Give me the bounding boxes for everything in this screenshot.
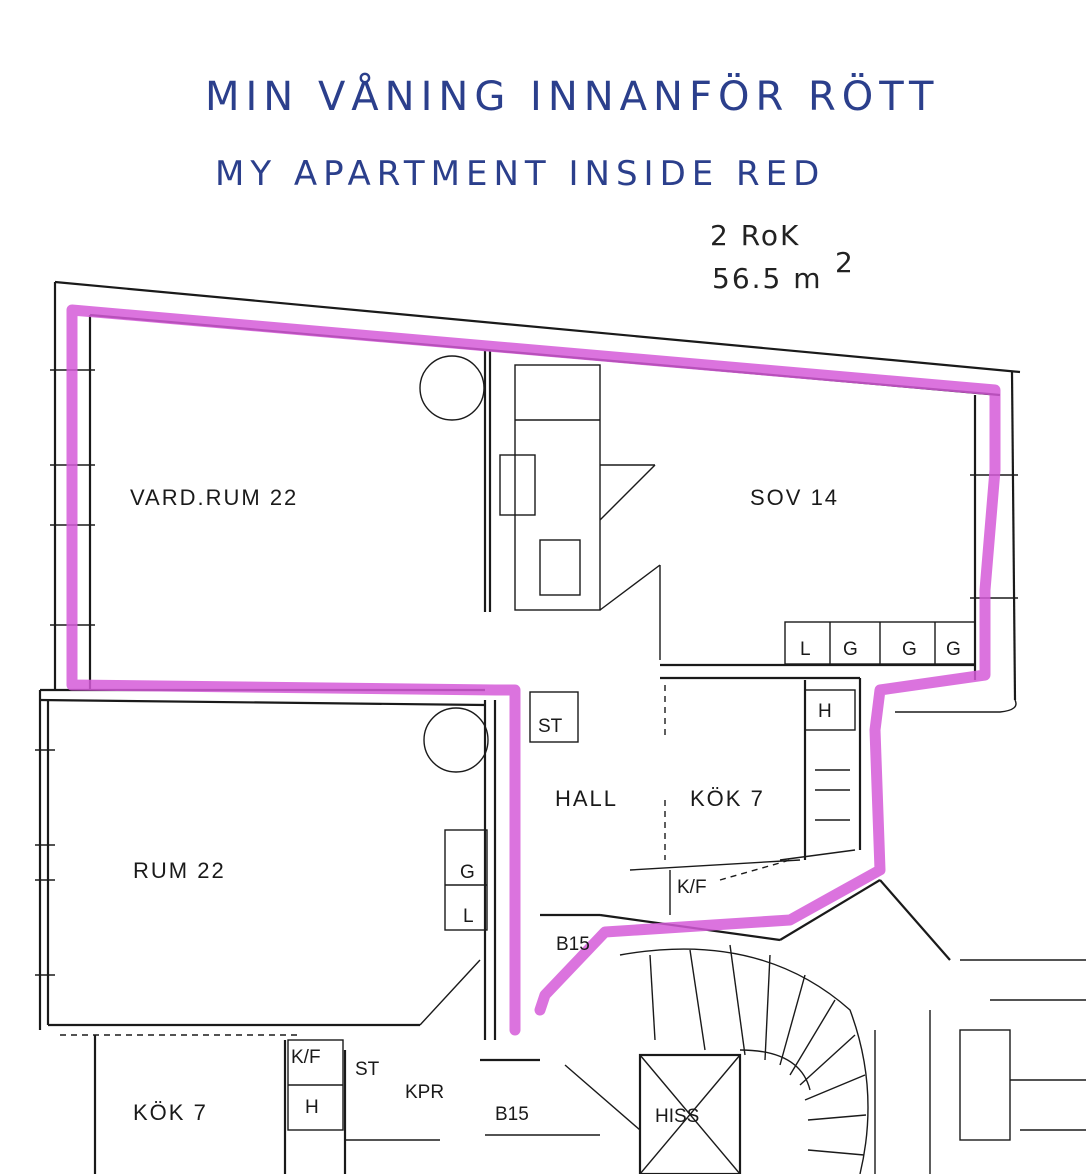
label-wardrobe-4: G — [946, 639, 961, 660]
label-fridge-freezer-lower: K/F — [291, 1047, 321, 1068]
apartment-area: 56.5 m — [712, 262, 823, 295]
label-wardrobe-3: G — [902, 639, 917, 660]
window-marks — [35, 369, 1018, 976]
room-label-room: RUM 22 — [133, 858, 226, 883]
label-stove-kitchen: H — [818, 701, 832, 722]
room-label-neighbor-kitchen: KÖK 7 — [133, 1100, 208, 1125]
stair-treads — [649, 944, 867, 1156]
label-b15-lower: B15 — [495, 1104, 529, 1125]
label-storage-lower: ST — [355, 1059, 380, 1080]
label-wardrobe-1: L — [800, 639, 811, 660]
room-label-kpr: KPR — [405, 1082, 444, 1103]
label-linen-l-rum: L — [463, 906, 474, 927]
apartment-rooms-count: 2 RoK — [710, 219, 800, 252]
room-label-kitchen: KÖK 7 — [690, 786, 765, 811]
apartment-boundary-outline — [66, 304, 1001, 1036]
handwritten-note-swedish: MIN VÅNING INNANFÖR RÖTT — [205, 72, 939, 120]
handwritten-note-english: MY APARTMENT INSIDE RED — [215, 154, 825, 194]
label-wardrobe-2: G — [843, 639, 858, 660]
apartment-area-unit-superscript: 2 — [835, 246, 855, 279]
room-label-living-room: VARD.RUM 22 — [130, 485, 298, 510]
label-wardrobe-g-rum: G — [460, 862, 475, 883]
room-label-hall: HALL — [555, 786, 618, 811]
label-stove-lower: H — [305, 1097, 319, 1118]
room-label-elevator: HISS — [655, 1106, 699, 1127]
label-fridge-freezer-kitchen: K/F — [677, 877, 707, 898]
label-b15-upper: B15 — [556, 934, 590, 955]
label-storage-hall: ST — [538, 716, 563, 737]
room-label-bedroom: SOV 14 — [750, 485, 839, 510]
